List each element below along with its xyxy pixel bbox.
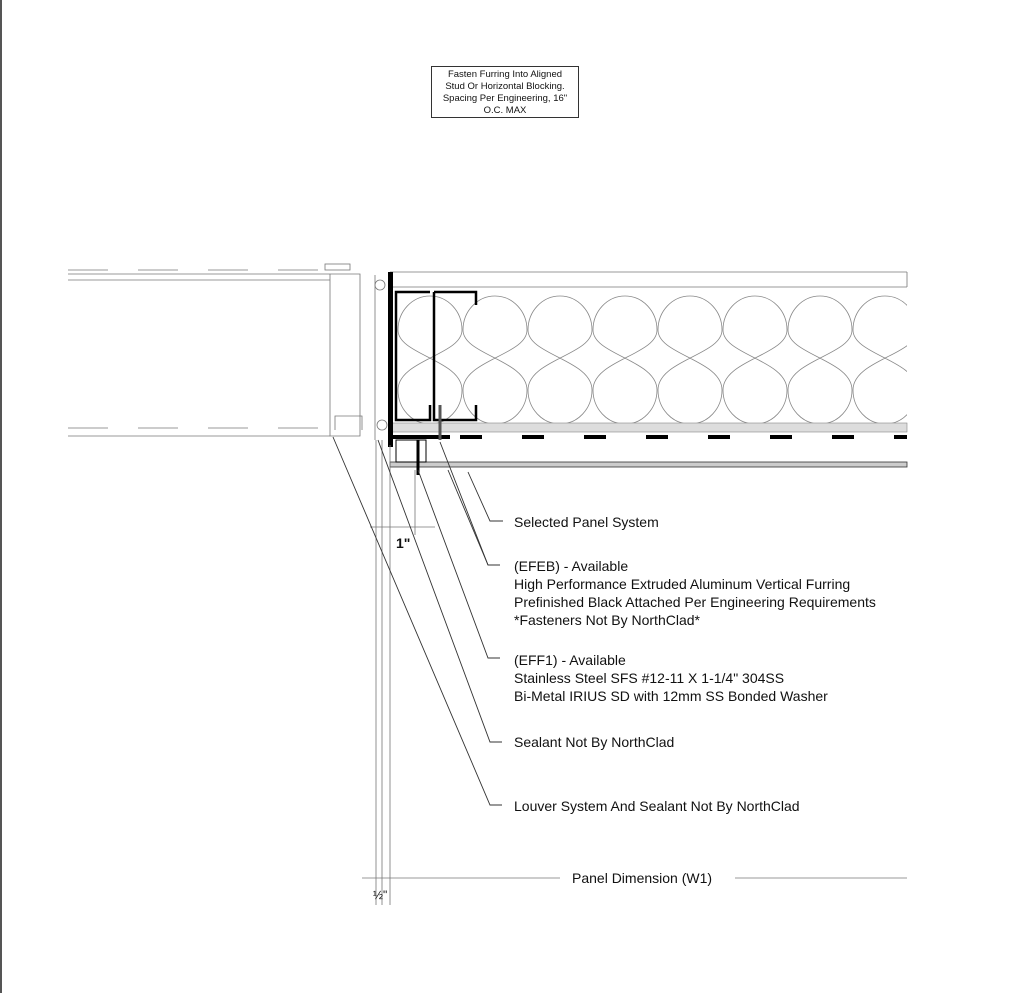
dimension-panel-w1: Panel Dimension (W1) (572, 870, 713, 886)
callout-line: *Fasteners Not By NorthClad* (514, 612, 700, 628)
note-line: Stud Or Horizontal Blocking. (445, 81, 565, 92)
louver-system (68, 263, 388, 440)
callout-line: High Performance Extruded Aluminum Verti… (514, 576, 851, 592)
leader-lines (332, 436, 503, 806)
callout-sealant: Sealant Not By NorthClad (514, 734, 675, 750)
callout-line: (EFEB) - Available (514, 558, 629, 574)
callout-eff1: (EFF1) - Available Stainless Steel SFS #… (514, 651, 828, 705)
fastening-note: Fasten Furring Into Aligned Stud Or Hori… (431, 66, 579, 118)
insulation-loops (397, 295, 907, 423)
callout-line: Prefinished Black Attached Per Engineeri… (514, 594, 876, 610)
callout-panel: Selected Panel System (514, 514, 659, 530)
wall-assembly (388, 271, 908, 475)
panel (389, 461, 908, 468)
callout-line: Stainless Steel SFS #12-11 X 1-1/4" 304S… (514, 670, 785, 686)
note-line: Spacing Per Engineering, 16" (442, 93, 568, 104)
dimension-one-inch: 1" (396, 535, 411, 551)
dimension-lines (362, 440, 907, 905)
note-line: Fasten Furring Into Aligned (447, 69, 563, 80)
furring-black (388, 272, 393, 447)
note-line: O.C. MAX (483, 105, 527, 116)
callout-efeb: (EFEB) - Available High Performance Extr… (514, 557, 876, 629)
callout-line: Bi-Metal IRIUS SD with 12mm SS Bonded Wa… (514, 688, 828, 704)
insulation (397, 295, 907, 423)
dimension-half-inch: ½" (373, 888, 388, 902)
callout-line: (EFF1) - Available (514, 652, 626, 668)
callout-louver: Louver System And Sealant Not By NorthCl… (514, 798, 800, 814)
